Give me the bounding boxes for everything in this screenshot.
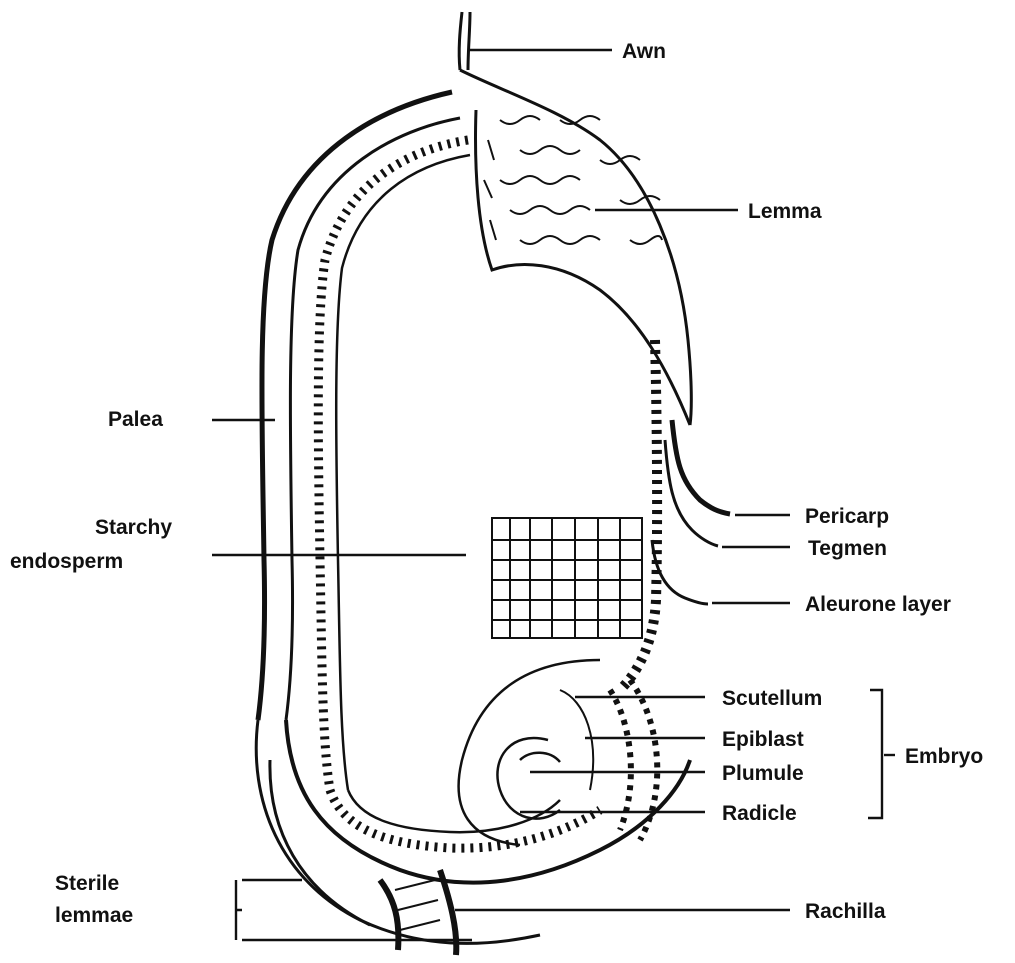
embryo-bracket <box>868 690 882 818</box>
label-radicle: Radicle <box>722 802 797 825</box>
label-awn: Awn <box>622 40 666 63</box>
aleurone-right-tail <box>652 540 708 604</box>
label-starchy-endosperm-line1: Starchy <box>95 516 172 539</box>
label-epiblast: Epiblast <box>722 728 804 751</box>
label-lemma: Lemma <box>748 200 822 223</box>
endosperm-wall-left <box>336 155 470 790</box>
label-tegmen: Tegmen <box>808 537 887 560</box>
aleurone-bottom <box>330 790 600 848</box>
label-embryo: Embryo <box>905 745 983 768</box>
label-palea: Palea <box>108 408 163 431</box>
palea-outer <box>258 92 452 720</box>
base-structures <box>256 720 540 955</box>
lemma-inner-edge <box>476 110 690 425</box>
label-sterile-lemmae-line2: lemmae <box>55 904 133 927</box>
label-sterile-lemmae-line1: Sterile <box>55 872 119 895</box>
labels: Awn Lemma Palea Starchy endosperm Perica… <box>10 40 983 927</box>
label-pericarp: Pericarp <box>805 505 889 528</box>
label-aleurone-layer: Aleurone layer <box>805 593 951 616</box>
sterile-lemmae-bracket <box>236 880 472 940</box>
label-plumule: Plumule <box>722 762 804 785</box>
label-rachilla: Rachilla <box>805 900 886 923</box>
awn-shape <box>459 12 470 70</box>
label-scutellum: Scutellum <box>722 687 822 710</box>
pericarp-right <box>672 420 730 514</box>
grain-body <box>256 12 730 955</box>
label-starchy-endosperm-line2: endosperm <box>10 550 123 573</box>
endosperm-cells <box>492 518 642 638</box>
